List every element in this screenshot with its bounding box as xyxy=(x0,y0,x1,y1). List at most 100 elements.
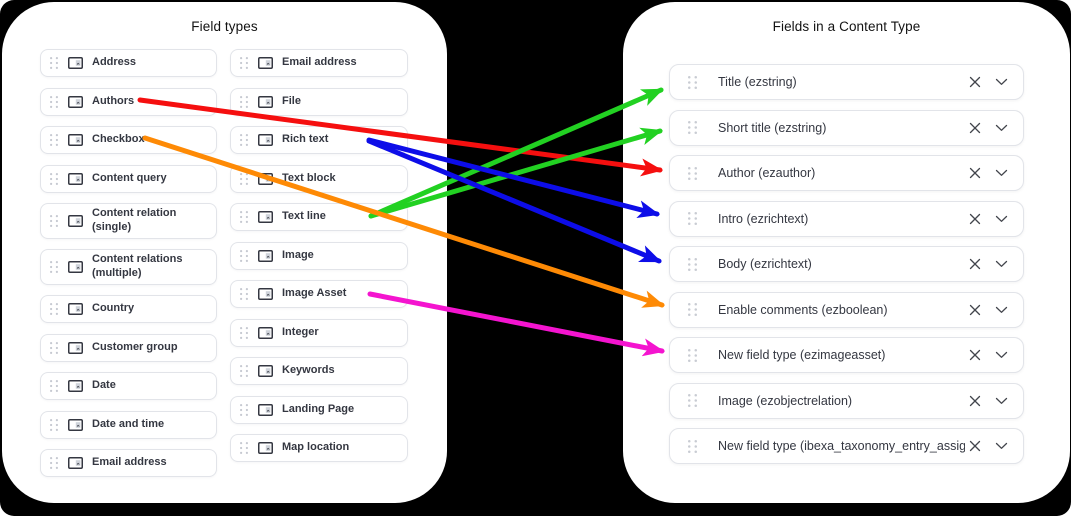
content-type-field-row[interactable]: Author (ezauthor) xyxy=(669,155,1024,191)
field-type-chip-label: Checkbox xyxy=(92,133,145,146)
field-type-chip[interactable]: Map location xyxy=(230,434,408,462)
field-type-chip[interactable]: Text block xyxy=(230,164,408,193)
drag-handle-icon[interactable] xyxy=(240,326,248,339)
content-type-field-row[interactable]: Title (ezstring) xyxy=(669,64,1024,100)
close-icon[interactable] xyxy=(965,209,985,229)
field-type-chip-label: Customer group xyxy=(92,340,178,353)
input-field-icon xyxy=(258,403,273,416)
field-type-chip[interactable]: Landing Page xyxy=(230,395,408,424)
input-field-icon xyxy=(68,172,83,185)
chevron-down-icon[interactable] xyxy=(991,300,1011,320)
drag-handle-icon[interactable] xyxy=(240,442,248,454)
field-type-chip-label: Map location xyxy=(282,441,350,454)
close-icon[interactable] xyxy=(965,118,985,138)
close-icon[interactable] xyxy=(965,300,985,320)
chevron-down-icon[interactable] xyxy=(991,345,1011,365)
field-type-chip[interactable]: Image Asset xyxy=(230,280,408,308)
field-type-chip-label: Email address xyxy=(92,456,167,469)
field-type-chip-label: Integer xyxy=(282,325,319,338)
field-type-chip[interactable]: Address xyxy=(40,49,217,77)
drag-handle-icon[interactable] xyxy=(50,418,58,431)
field-type-chip[interactable]: Email address xyxy=(40,449,217,477)
drag-handle-icon[interactable] xyxy=(688,394,697,407)
drag-handle-icon[interactable] xyxy=(240,211,248,223)
drag-handle-icon[interactable] xyxy=(50,380,58,392)
field-type-chip[interactable]: Rich text xyxy=(230,126,408,154)
chevron-down-icon[interactable] xyxy=(991,391,1011,411)
drag-handle-icon[interactable] xyxy=(688,166,697,180)
close-icon[interactable] xyxy=(965,345,985,365)
field-type-chip[interactable]: File xyxy=(230,87,408,116)
drag-handle-icon[interactable] xyxy=(50,172,58,185)
drag-handle-icon[interactable] xyxy=(240,95,248,108)
field-type-chip-label: Date xyxy=(92,379,116,392)
drag-handle-icon[interactable] xyxy=(240,249,248,262)
input-field-icon xyxy=(68,457,83,469)
field-type-chip-label: Landing Page xyxy=(282,402,355,415)
field-type-chip[interactable]: Date and time xyxy=(40,410,217,439)
field-type-chip-label: File xyxy=(282,94,301,107)
content-type-field-row[interactable]: Intro (ezrichtext) xyxy=(669,200,1024,237)
content-type-field-row[interactable]: Short title (ezstring) xyxy=(669,109,1024,146)
drag-handle-icon[interactable] xyxy=(240,134,248,146)
drag-handle-icon[interactable] xyxy=(240,288,248,300)
close-icon[interactable] xyxy=(965,254,985,274)
chevron-down-icon[interactable] xyxy=(991,436,1011,456)
drag-handle-icon[interactable] xyxy=(688,75,697,89)
content-type-field-row[interactable]: New field type (ezimageasset) xyxy=(669,337,1024,373)
field-type-chip[interactable]: Text line xyxy=(230,203,408,231)
drag-handle-icon[interactable] xyxy=(50,303,58,315)
content-type-field-row[interactable]: Enable comments (ezboolean) xyxy=(669,291,1024,328)
field-type-chip[interactable]: Country xyxy=(40,295,217,323)
field-type-chip[interactable]: Image xyxy=(230,241,408,270)
drag-handle-icon[interactable] xyxy=(50,95,58,108)
content-type-field-row[interactable]: New field type (ibexa_taxonomy_entry_ass… xyxy=(669,428,1024,464)
field-type-chip-label: Rich text xyxy=(282,133,329,146)
field-type-chip[interactable]: Authors xyxy=(40,87,217,116)
field-type-chip[interactable]: Checkbox xyxy=(40,126,217,154)
drag-handle-icon[interactable] xyxy=(688,121,697,134)
drag-handle-icon[interactable] xyxy=(50,134,58,146)
content-type-field-row[interactable]: Body (ezrichtext) xyxy=(669,246,1024,282)
drag-handle-icon[interactable] xyxy=(688,303,697,316)
field-type-chip[interactable]: Customer group xyxy=(40,333,217,362)
drag-handle-icon[interactable] xyxy=(240,172,248,185)
close-icon[interactable] xyxy=(965,436,985,456)
field-type-chip-label: Content relation (single) xyxy=(92,207,177,233)
field-type-chip[interactable]: Date xyxy=(40,372,217,400)
close-icon[interactable] xyxy=(965,72,985,92)
drag-handle-icon[interactable] xyxy=(240,403,248,416)
content-type-field-label: New field type (ibexa_taxonomy_entry_ass… xyxy=(718,439,965,453)
field-type-chip[interactable]: Content relation (single) xyxy=(40,203,217,239)
field-type-chip[interactable]: Content relations (multiple) xyxy=(40,249,217,285)
drag-handle-icon[interactable] xyxy=(688,439,697,453)
close-icon[interactable] xyxy=(965,391,985,411)
content-type-field-label: Image (ezobjectrelation) xyxy=(718,393,853,408)
drag-handle-icon[interactable] xyxy=(50,260,58,273)
chevron-down-icon[interactable] xyxy=(991,163,1011,183)
chevron-down-icon[interactable] xyxy=(991,118,1011,138)
drag-handle-icon[interactable] xyxy=(50,341,58,354)
field-type-chip[interactable]: Keywords xyxy=(230,357,408,385)
chevron-down-icon[interactable] xyxy=(991,254,1011,274)
content-type-field-row[interactable]: Image (ezobjectrelation) xyxy=(669,382,1024,419)
close-icon[interactable] xyxy=(965,163,985,183)
drag-handle-icon[interactable] xyxy=(50,214,58,227)
drag-handle-icon[interactable] xyxy=(240,57,248,69)
input-field-icon xyxy=(258,172,273,185)
drag-handle-icon[interactable] xyxy=(688,348,697,362)
field-type-chip[interactable]: Integer xyxy=(230,318,408,347)
chevron-down-icon[interactable] xyxy=(991,209,1011,229)
drag-handle-icon[interactable] xyxy=(688,257,697,271)
drag-handle-icon[interactable] xyxy=(688,212,697,225)
drag-handle-icon[interactable] xyxy=(240,365,248,377)
field-type-chip-label: Content relations (multiple) xyxy=(92,253,183,279)
field-type-chip-label: Content query xyxy=(92,171,167,184)
drag-handle-icon[interactable] xyxy=(50,57,58,69)
input-field-icon xyxy=(258,288,273,300)
field-type-chip[interactable]: Email address xyxy=(230,49,408,77)
drag-handle-icon[interactable] xyxy=(50,457,58,469)
chevron-down-icon[interactable] xyxy=(991,72,1011,92)
field-type-chip[interactable]: Content query xyxy=(40,164,217,193)
